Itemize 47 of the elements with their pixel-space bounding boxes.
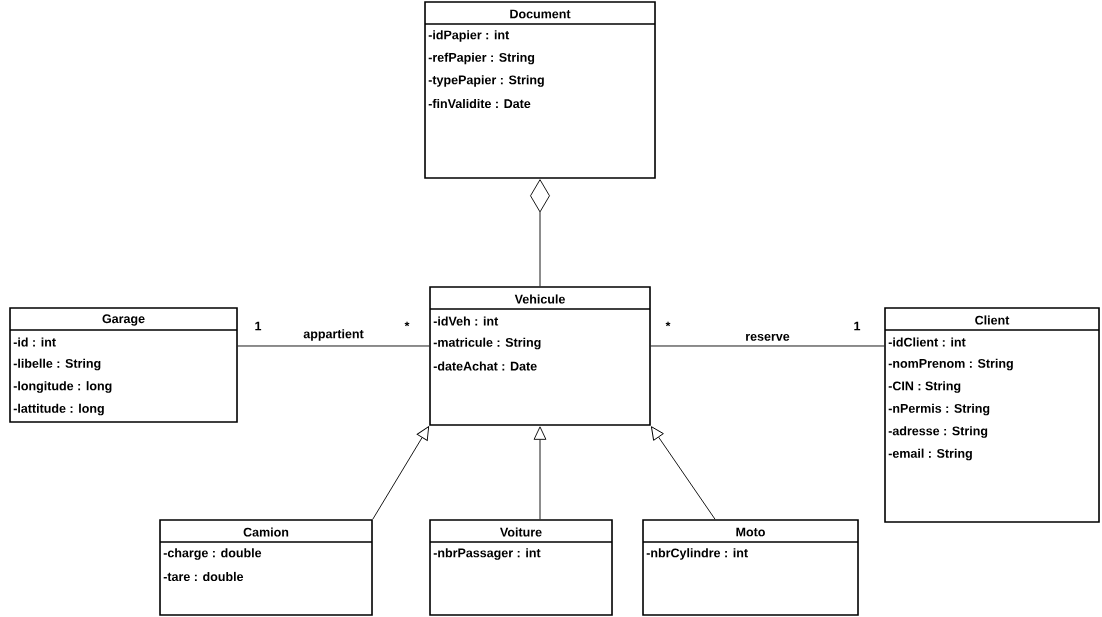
attribute-text: -nPermis : String [888,403,990,416]
attribute-text: -nomPrenom : String [888,358,1013,371]
attribute-text: -idVeh : int [433,316,499,326]
class-box [429,286,651,426]
attribute-text: -libelle : String [13,358,101,371]
edge-label: reserve [744,332,791,342]
attribute-text: -lattitude : long [13,403,104,416]
association-line [237,345,430,347]
attribute-text: -adresse : String [888,426,988,438]
class-name: Camion [243,527,289,537]
attribute-text: -finValidite : Date [428,98,531,109]
attribute-text: -tare : double [163,571,244,582]
class-box [159,519,373,616]
attribute-text: -typePapier : String [428,75,544,87]
attribute-text: -id : int [13,337,56,347]
class-box [9,307,238,423]
attribute-text: -dateAchat : Date [433,361,537,371]
class-name: Moto [736,527,765,537]
generalization-arrow [650,426,716,520]
class-box [424,1,656,179]
attribute-text: -nbrPassager : int [433,548,541,560]
class-box [642,519,859,616]
attribute-text: -matricule : String [433,337,541,350]
attribute-text: -refPapier : String [428,52,535,65]
attribute-text: -email : String [888,448,972,461]
multiplicity-label: 1 [854,321,861,331]
class-name: Client [975,315,1010,325]
class-box [884,307,1100,523]
class-name: Document [510,9,571,19]
generalization-arrow [533,426,547,520]
attribute-text: -CIN : String [888,381,961,393]
association-line [650,345,885,347]
aggregation-line [530,179,550,287]
class-name: Garage [102,314,145,326]
class-name: Vehicule [514,294,565,304]
attribute-text: -nbrCylindre : int [646,548,748,560]
generalization-arrow [372,426,430,520]
multiplicity-label: 1 [255,321,262,331]
class-box [429,519,613,616]
attribute-text: -idClient : int [888,337,966,347]
multiplicity-label: * [404,321,410,327]
multiplicity-label: * [665,321,671,327]
edge-label: appartient [302,328,365,342]
attribute-text: -charge : double [163,548,262,560]
attribute-text: -idPapier : int [428,30,510,42]
attribute-text: -longitude : long [13,381,112,393]
class-name: Voiture [500,527,542,537]
